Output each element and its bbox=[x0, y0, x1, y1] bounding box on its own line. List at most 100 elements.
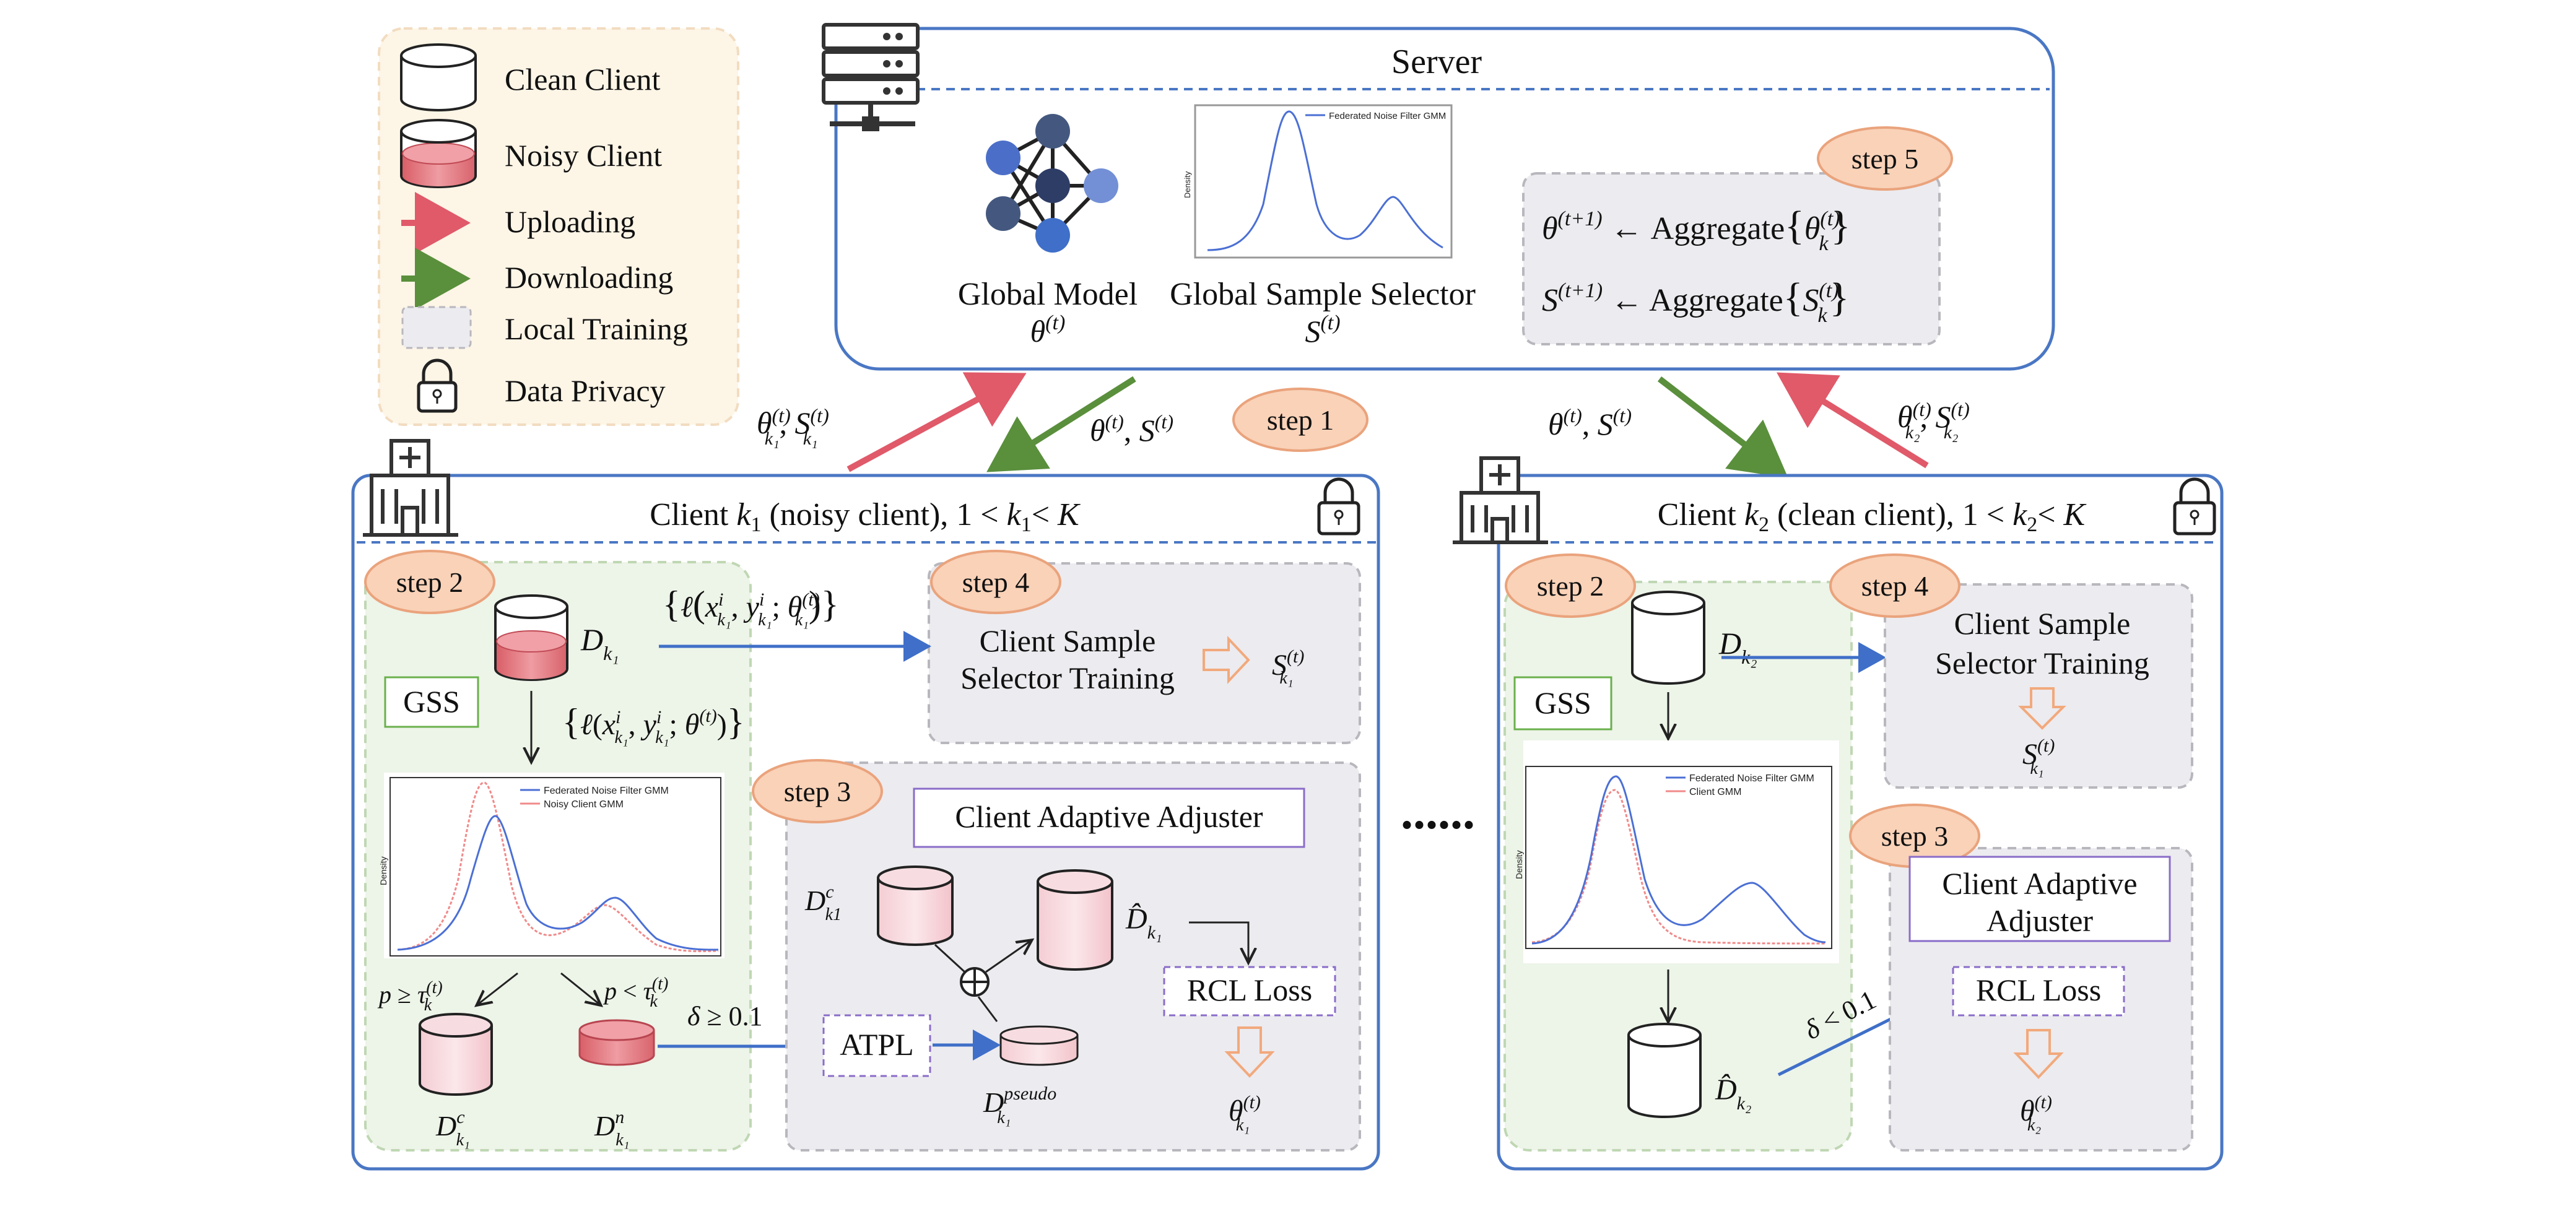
client1-step4-badge bbox=[930, 550, 1061, 614]
client1-dc-cylinder bbox=[877, 865, 954, 946]
hospital-icon bbox=[363, 439, 458, 537]
clean-client-icon bbox=[400, 43, 477, 111]
client2-plot-legend-2: Client GMM bbox=[1689, 787, 1741, 797]
step5-badge bbox=[1817, 126, 1953, 191]
client2-adjuster-label-2: Adjuster bbox=[1986, 903, 2094, 938]
global-model-label: Global Model bbox=[958, 277, 1138, 312]
legend-downloading: Downloading bbox=[505, 260, 673, 295]
server-title: Server bbox=[1391, 43, 1482, 81]
client2-lock-icon bbox=[2173, 477, 2216, 536]
step1-badge bbox=[1232, 388, 1368, 452]
global-selector-plot: Federated Noise Filter GMM Density bbox=[1183, 104, 1453, 259]
lock-icon bbox=[417, 358, 458, 413]
client1-step3-badge bbox=[752, 759, 883, 823]
client2-step2-badge bbox=[1505, 553, 1636, 618]
legend-uploading: Uploading bbox=[505, 204, 635, 239]
client1-panel: Client k1 (noisy client), 1 < k1< K step… bbox=[351, 439, 1380, 1171]
client1-gss-box bbox=[384, 676, 479, 728]
client2-hollow-arrow-down-2 bbox=[2013, 1029, 2064, 1079]
client2-plot-ylabel: Density bbox=[1514, 850, 1524, 879]
client1-css-training-2: Selector Training bbox=[960, 661, 1175, 695]
client1-step4-label: step 4 bbox=[962, 566, 1030, 598]
left-upload-label: θ(t)k₁, S(t)k₁ bbox=[757, 404, 829, 449]
left-download-arrow bbox=[986, 376, 1136, 472]
client1-plot-ylabel: Density bbox=[378, 856, 388, 885]
client2-adjuster-label-1: Client Adaptive bbox=[1942, 866, 2137, 901]
client2-gss-box bbox=[1513, 676, 1612, 731]
client2-step4-box bbox=[1884, 583, 2193, 789]
client2-dhat-cylinder bbox=[1627, 1023, 1702, 1118]
global-model-icon bbox=[986, 114, 1118, 253]
step1-label: step 1 bbox=[1267, 404, 1334, 436]
client1-gss-label: GSS bbox=[403, 684, 460, 719]
client1-step2-label: step 2 bbox=[396, 566, 464, 598]
client2-title: Client k2 (clean client), 1 < k2< K bbox=[1658, 497, 2087, 536]
right-download-arrow bbox=[1657, 376, 1788, 479]
aggregate-box bbox=[1522, 172, 1941, 345]
client2-adjuster-box bbox=[1908, 856, 2171, 942]
client2-hospital-icon bbox=[1453, 456, 1548, 544]
client2-step3-label: step 3 bbox=[1881, 820, 1949, 852]
client2-css-training-2: Selector Training bbox=[1935, 646, 2149, 680]
client1-atpl-label: ATPL bbox=[840, 1027, 913, 1062]
client2-step4-label: step 4 bbox=[1861, 570, 1929, 602]
client2-step2-label: step 2 bbox=[1537, 570, 1604, 602]
right-upload-label: θ(t)k₂, S(t)k₂ bbox=[1897, 398, 1970, 443]
client1-step2-badge bbox=[364, 550, 495, 614]
local-training-swatch bbox=[401, 306, 472, 349]
client2-css-training-1: Client Sample bbox=[1954, 606, 2131, 641]
ellipsis: ...... bbox=[1401, 785, 1475, 839]
client1-delta: δ ≥ 0.1 bbox=[687, 1001, 763, 1031]
client1-rcl-label: RCL Loss bbox=[1187, 973, 1312, 1007]
left-upload-arrow bbox=[846, 372, 1027, 472]
client1-atpl-box bbox=[822, 1014, 931, 1077]
client1-adjuster-box bbox=[913, 787, 1305, 848]
legend-clean-client: Clean Client bbox=[505, 62, 660, 97]
client2-hollow-arrow-down-1 bbox=[2018, 687, 2066, 730]
client1-rcl-box bbox=[1163, 966, 1336, 1017]
server-panel: Server bbox=[822, 23, 2055, 371]
client2-rcl-label: RCL Loss bbox=[1976, 973, 2101, 1007]
client2-dataset-cylinder bbox=[1631, 591, 1705, 685]
global-selector-label: Global Sample Selector bbox=[1170, 277, 1476, 312]
server-rack-icon bbox=[822, 23, 920, 131]
client2-panel: Client k2 (clean client), 1 < k2< K step… bbox=[1453, 456, 2224, 1171]
client1-pseudo-cylinder bbox=[999, 1025, 1079, 1066]
right-upload-arrow bbox=[1776, 372, 1929, 469]
client1-clean-subset-cylinder bbox=[419, 1013, 493, 1096]
client1-hollow-arrow-right bbox=[1203, 635, 1250, 685]
client1-merged-cylinder bbox=[1037, 869, 1113, 971]
step5-label: step 5 bbox=[1852, 143, 1919, 175]
legend-local-training: Local Training bbox=[505, 311, 688, 346]
legend-data-privacy: Data Privacy bbox=[505, 373, 666, 408]
client2-rcl-box bbox=[1952, 966, 2125, 1017]
right-download-label: θ(t), S(t) bbox=[1548, 404, 1632, 441]
client1-hollow-arrow-down bbox=[1224, 1026, 1275, 1078]
client2-gss-label: GSS bbox=[1534, 685, 1591, 720]
client1-gmm-plot: Federated Noise Filter GMM Noisy Client … bbox=[378, 773, 724, 958]
client1-noisy-subset-cylinder bbox=[578, 1019, 655, 1066]
client1-plot-legend-1: Federated Noise Filter GMM bbox=[544, 786, 669, 796]
client1-dataset-cylinder bbox=[494, 594, 568, 681]
client2-gmm-plot: Federated Noise Filter GMM Client GMM De… bbox=[1514, 740, 1839, 963]
client1-plot-legend-2: Noisy Client GMM bbox=[544, 799, 624, 810]
mini-plot-legend: Federated Noise Filter GMM bbox=[1329, 111, 1446, 121]
noisy-client-icon bbox=[400, 119, 477, 188]
client1-step3-label: step 3 bbox=[784, 776, 851, 807]
left-download-label: θ(t), S(t) bbox=[1090, 410, 1173, 448]
client2-plot-legend-1: Federated Noise Filter GMM bbox=[1689, 773, 1814, 784]
communication-arrows: θ(t)k₁, S(t)k₁ θ(t), S(t) step 1 θ(t), S… bbox=[757, 372, 1970, 479]
client1-css-training-1: Client Sample bbox=[980, 623, 1156, 658]
legend: Clean Client Noisy Client Uploading Down… bbox=[378, 27, 739, 426]
client1-title: Client k1 (noisy client), 1 < k1< K bbox=[650, 497, 1081, 536]
mini-plot-ylabel: Density bbox=[1183, 171, 1192, 198]
client2-step4-badge bbox=[1829, 553, 1960, 618]
merge-plus-icon bbox=[960, 967, 990, 997]
legend-noisy-client: Noisy Client bbox=[505, 138, 662, 173]
client1-lock-icon bbox=[1317, 477, 1360, 536]
client1-adjuster-label: Client Adaptive Adjuster bbox=[955, 799, 1263, 834]
